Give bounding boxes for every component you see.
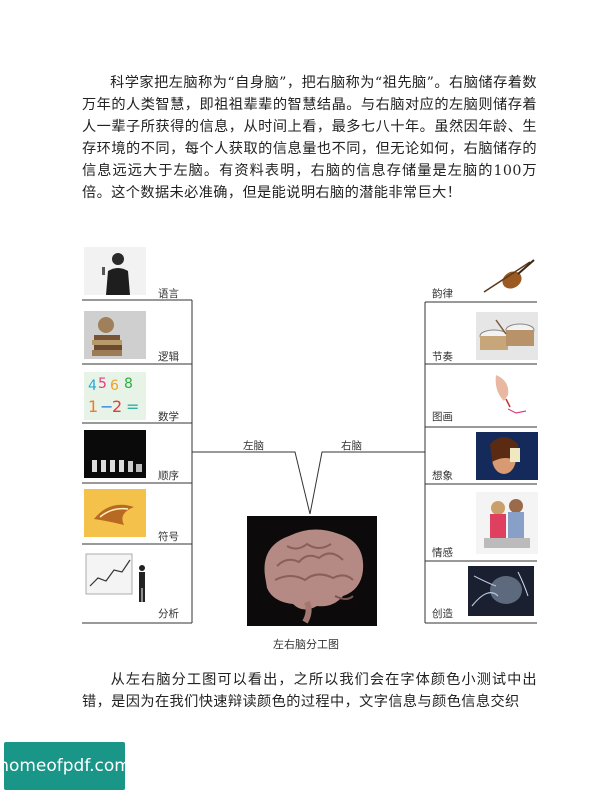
svg-text:6: 6 — [110, 378, 119, 394]
speaker-image — [84, 247, 146, 295]
brain-image — [247, 516, 377, 626]
svg-text:8: 8 — [124, 376, 133, 392]
right-item-label: 想象 — [432, 470, 453, 482]
paragraph-2: 从左右脑分工图可以看出，之所以我们会在字体颜色小测试中出错，是因为在我们快速辩读… — [82, 669, 537, 713]
analysis-chart-image — [84, 548, 152, 608]
diagram-caption: 左右脑分工图 — [273, 638, 339, 651]
dominoes-image — [84, 430, 146, 478]
svg-text:=: = — [126, 397, 139, 416]
svg-text:−: − — [100, 397, 113, 416]
site-watermark[interactable]: homeofpdf.com — [0, 742, 131, 790]
numbers-image: 4 5 6 8 1 − 2 = — [84, 372, 146, 420]
left-item-label: 顺序 — [158, 470, 179, 482]
left-item-label: 分析 — [158, 608, 179, 620]
left-item-label: 语言 — [158, 288, 179, 300]
paragraph-1-text: 科学家把左脑称为“自身脑”，把右脑称为“祖先脑”。右脑储存着数万年的人类智慧，即… — [82, 75, 537, 201]
svg-text:4: 4 — [88, 378, 97, 394]
paragraph-1: 科学家把左脑称为“自身脑”，把右脑称为“祖先脑”。右脑储存着数万年的人类智慧，即… — [82, 72, 537, 204]
drums-image — [476, 312, 538, 360]
couple-image — [476, 492, 538, 554]
right-brain-title: 右脑 — [341, 440, 362, 452]
right-item-label: 情感 — [432, 547, 453, 559]
violin-image — [476, 252, 538, 300]
symbol-image — [84, 489, 146, 537]
right-item-label: 节奏 — [432, 351, 453, 363]
brain-icon — [264, 529, 364, 624]
svg-text:5: 5 — [98, 376, 107, 392]
left-brain-title: 左脑 — [243, 440, 264, 452]
right-item-label: 创造 — [432, 608, 453, 620]
left-item-label: 逻辑 — [158, 351, 179, 363]
svg-text:2: 2 — [112, 397, 122, 416]
right-item-label: 韵律 — [432, 288, 453, 300]
right-item-label: 图画 — [432, 411, 453, 423]
paragraph-2-text: 从左右脑分工图可以看出，之所以我们会在字体颜色小测试中出错，是因为在我们快速辩读… — [82, 672, 537, 710]
drawing-hand-image — [476, 371, 538, 419]
left-item-label: 符号 — [158, 531, 179, 543]
books-image — [84, 311, 146, 359]
creation-image — [468, 566, 534, 616]
svg-text:1: 1 — [88, 397, 98, 416]
imagination-face-image — [476, 432, 538, 480]
left-item-label: 数学 — [158, 411, 179, 423]
